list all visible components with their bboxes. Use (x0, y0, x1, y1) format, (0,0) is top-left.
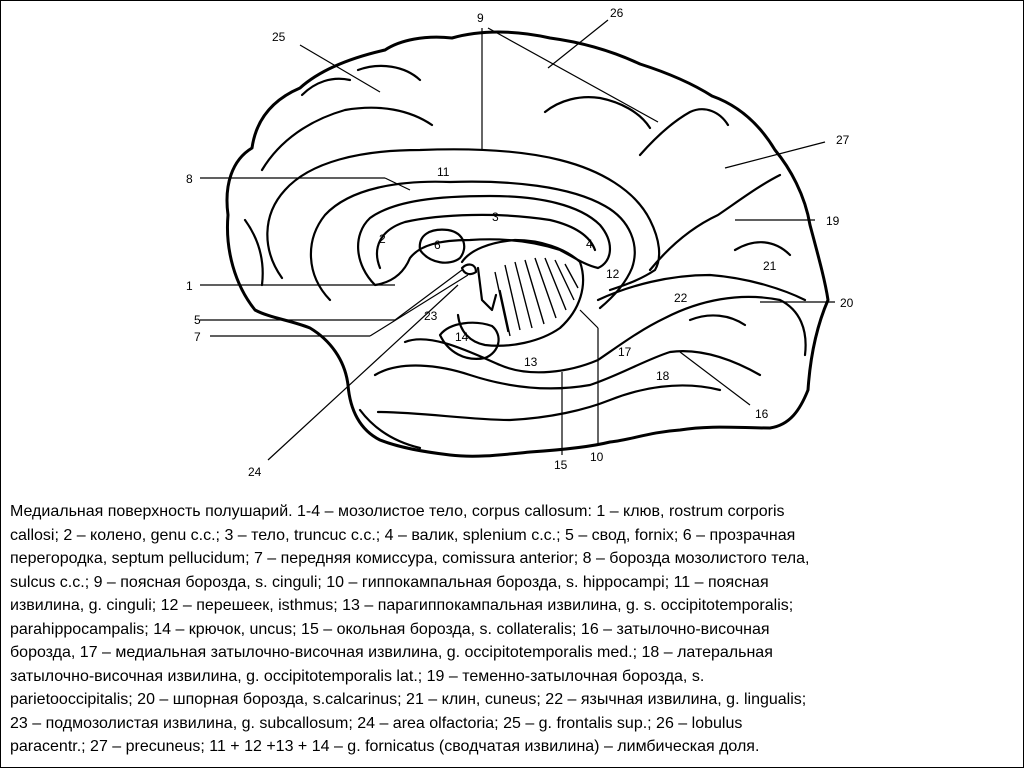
label-24: 24 (248, 465, 262, 479)
label-3: 3 (492, 210, 499, 224)
label-11: 11 (437, 165, 450, 179)
leader-27 (724, 141, 826, 169)
label-27: 27 (836, 133, 850, 147)
frontal-gyral-fold-2 (300, 77, 352, 97)
caption-line: извилина, g. cinguli; 12 – перешеек, ist… (10, 597, 794, 614)
leader-8b (384, 177, 411, 191)
label-21: 21 (763, 259, 777, 273)
label-25: 25 (272, 30, 286, 44)
label-1: 1 (186, 279, 193, 293)
thalamic-region (456, 238, 585, 347)
label-6: 6 (434, 238, 441, 252)
label-17: 17 (618, 345, 632, 359)
label-18: 18 (656, 369, 670, 383)
caption-line: перегородка, septum pellucidum; 7 – пере… (10, 550, 810, 567)
caption-line: parietooccipitalis; 20 – шпорная борозда… (10, 691, 807, 708)
calcarine-sulcus (596, 273, 807, 302)
label-20: 20 (840, 296, 854, 310)
caption-line: callosi; 2 – колено, genu c.c.; 3 – тело… (10, 526, 796, 544)
label-5: 5 (194, 313, 201, 327)
collateral-sulcus (373, 350, 762, 390)
lingual-fold (688, 314, 747, 327)
label-14: 14 (455, 330, 469, 344)
leader-16 (679, 351, 751, 406)
column-of-fornix (476, 266, 498, 312)
label-15: 15 (554, 458, 568, 472)
cuneus-fold (733, 241, 792, 257)
label-16: 16 (755, 407, 769, 421)
leader-7b (369, 274, 469, 337)
frontal-gyral-fold-1 (260, 106, 434, 172)
label-22: 22 (674, 291, 688, 305)
label-7: 7 (194, 330, 201, 344)
callosal-sulcus (309, 180, 636, 310)
callosum-inner-line (375, 213, 597, 270)
parieto-occipital-sulcus (648, 173, 782, 272)
leader-5b (394, 269, 463, 321)
thalamus-hatching (494, 257, 579, 337)
frontal-gyral-fold-4 (243, 218, 264, 287)
leader-9b (487, 27, 659, 123)
uncus (438, 321, 500, 360)
septum-pellucidum (418, 228, 466, 264)
caption-line: Медиальная поверхность полушарий. 1-4 – … (10, 503, 785, 520)
caption-line: parahippocampalis; 14 – крючок, uncus; 1… (10, 620, 770, 638)
leader-10b (579, 309, 599, 329)
label-12: 12 (606, 267, 620, 281)
label-8: 8 (186, 172, 193, 186)
cingulate-sulcus (266, 148, 661, 292)
precuneus-sulcus (638, 108, 730, 157)
leader-24 (267, 284, 459, 461)
label-2: 2 (379, 232, 386, 246)
label-10: 10 (590, 450, 604, 464)
label-19: 19 (826, 214, 840, 228)
caption-line: paracentr.; 27 – precuneus; 11 + 12 +13 … (10, 738, 760, 755)
temporal-pole-fold (358, 408, 422, 450)
leader-26 (547, 19, 609, 69)
label-9: 9 (477, 11, 484, 25)
figure-caption: Медиальная поверхность полушарий. 1-4 – … (10, 500, 1014, 759)
caption-line: борозда, 17 – медиальная затылочно-височ… (10, 644, 773, 661)
hemisphere-outline (225, 30, 830, 458)
occipitotemporal-sulcus (376, 384, 722, 422)
label-26: 26 (610, 6, 624, 20)
label-13: 13 (524, 355, 538, 369)
paracentral-sulcus (543, 96, 652, 130)
caption-line: затылочно-височная извилина, g. occipito… (10, 667, 705, 685)
frontal-gyral-fold-3 (356, 64, 422, 82)
brain-medial-surface-diagram: 25 9 26 27 11 8 19 3 2 6 4 21 12 1 22 20… (186, 6, 854, 479)
caption-line: 23 – подмозолистая извилина, g. subcallo… (10, 714, 743, 732)
leader-25 (299, 44, 381, 93)
anterior-commissure (460, 263, 478, 276)
label-4: 4 (586, 237, 593, 251)
label-23: 23 (424, 309, 438, 323)
corpus-callosum (357, 194, 611, 287)
caption-line: sulcus c.c.; 9 – поясная борозда, s. cin… (10, 573, 769, 591)
